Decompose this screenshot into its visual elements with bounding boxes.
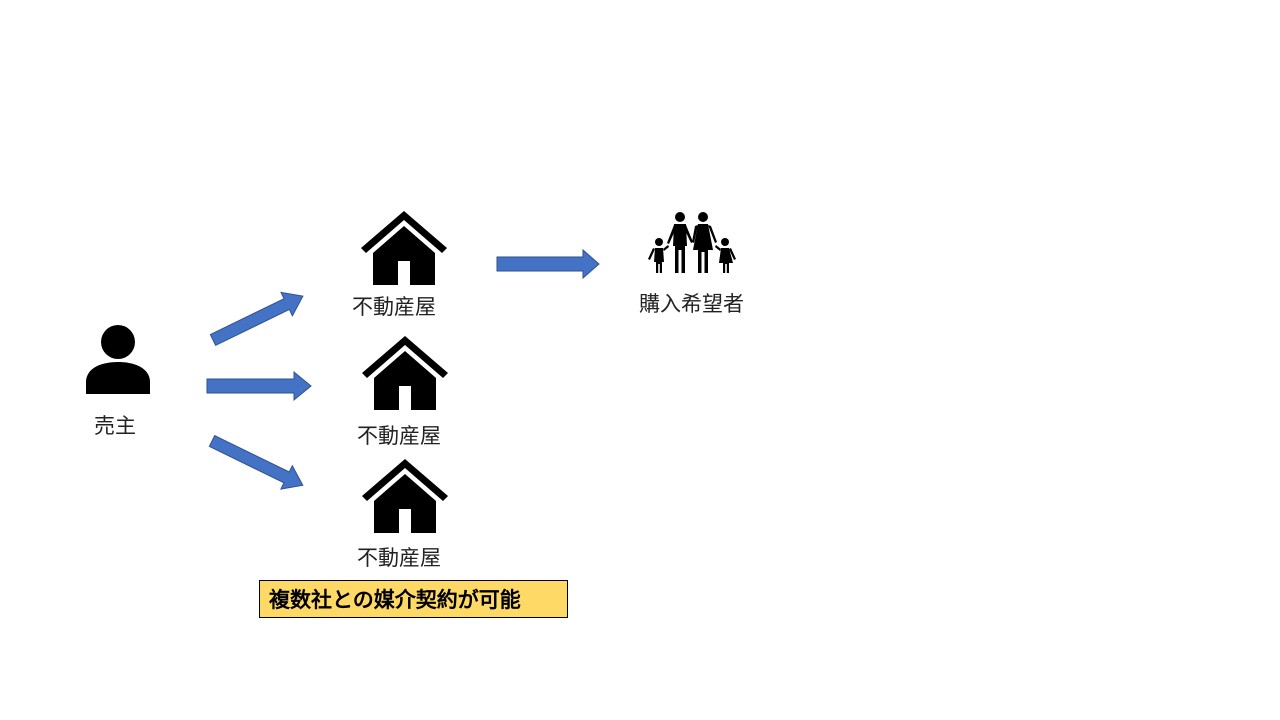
seller-label: 売主: [94, 414, 136, 438]
agent-1-label: 不動産屋: [352, 295, 436, 319]
note-text: 複数社との媒介契約が可能: [269, 588, 521, 612]
arrow-seller-to-agent-3: [208, 434, 304, 490]
arrow-seller-to-agent-1: [209, 291, 304, 347]
agent-3-label: 不動産屋: [357, 546, 441, 570]
agent-2-label: 不動産屋: [357, 424, 441, 448]
arrow-agent-1-to-buyers: [496, 248, 600, 280]
person-icon: [86, 325, 150, 394]
arrow-seller-to-agent-2: [206, 370, 312, 402]
house-icon: [361, 211, 447, 285]
family-icon: [648, 212, 736, 273]
arrows: [206, 248, 600, 490]
note-box: 複数社との媒介契約が可能: [259, 580, 568, 618]
house-icon: [362, 459, 448, 533]
house-icon: [362, 336, 448, 410]
buyers-label: 購入希望者: [639, 292, 744, 316]
